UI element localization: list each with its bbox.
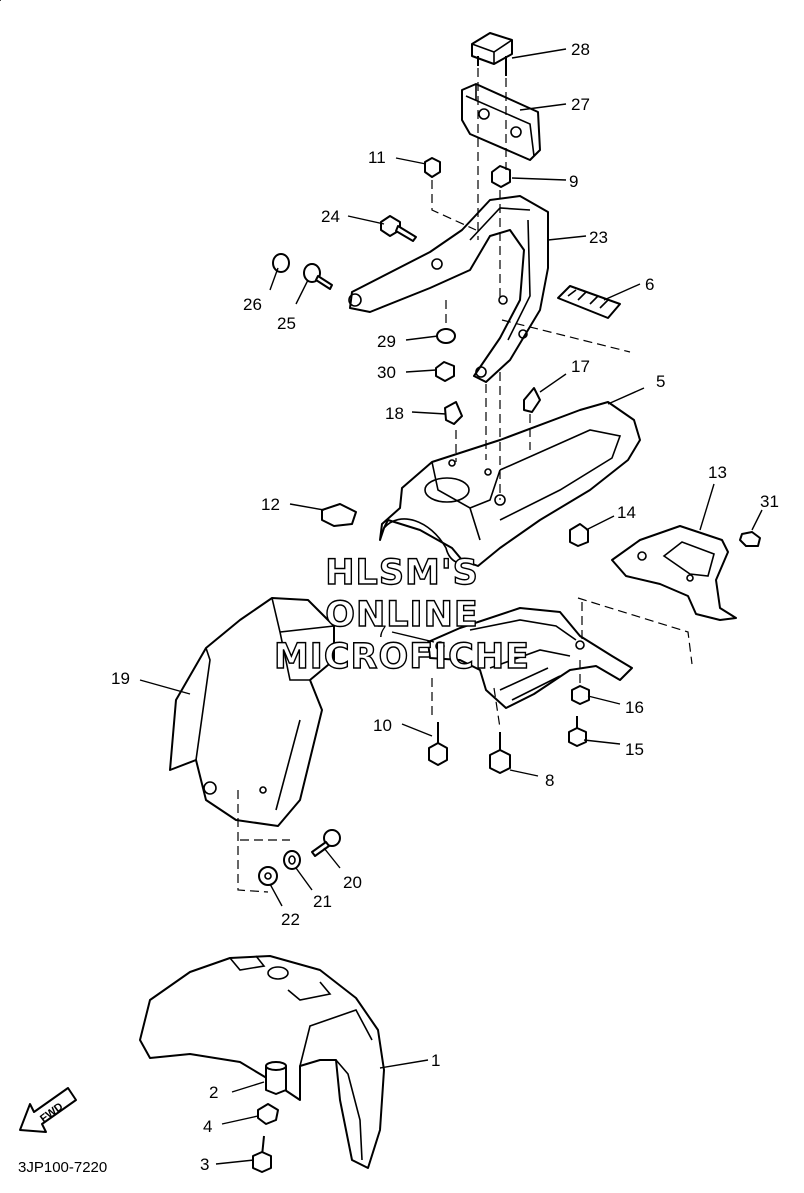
callout-13: 13 bbox=[708, 463, 727, 482]
callout-21: 21 bbox=[313, 892, 332, 911]
part-7-inner-fender bbox=[427, 607, 633, 709]
part-5-rear-fender bbox=[379, 401, 641, 567]
part-24-bolt bbox=[380, 215, 417, 242]
part-10-bolt bbox=[428, 722, 448, 766]
callout-28: 28 bbox=[571, 40, 590, 59]
callout-2: 2 bbox=[209, 1083, 218, 1102]
callout-20: 20 bbox=[343, 873, 362, 892]
watermark-line-2: ONLINE bbox=[325, 595, 479, 635]
callout-16: 16 bbox=[625, 698, 644, 717]
part-23-grab-bar bbox=[348, 195, 549, 383]
watermark-line-1: HLSM'S bbox=[325, 553, 479, 593]
callout-6: 6 bbox=[645, 275, 654, 294]
part-20-screw bbox=[311, 829, 341, 857]
callout-27: 27 bbox=[571, 95, 590, 114]
callout-18: 18 bbox=[385, 404, 404, 423]
part-26-cap bbox=[272, 253, 290, 273]
callout-17: 17 bbox=[571, 357, 590, 376]
part-4-nut bbox=[257, 1103, 279, 1125]
callout-15: 15 bbox=[625, 740, 644, 759]
part-callouts: 28 27 11 9 24 23 6 26 25 29 30 17 5 18 1… bbox=[111, 40, 779, 1174]
part-14-cap bbox=[569, 523, 589, 547]
part-6-label bbox=[557, 285, 621, 319]
part-1-front-fender bbox=[139, 955, 385, 1169]
callout-7: 7 bbox=[377, 622, 386, 641]
diagram-code: 3JP100-7220 bbox=[18, 1159, 107, 1176]
callout-1: 1 bbox=[431, 1051, 440, 1070]
callout-10: 10 bbox=[373, 716, 392, 735]
part-11-nut bbox=[424, 157, 441, 178]
callout-5: 5 bbox=[656, 372, 665, 391]
part-15-bolt bbox=[568, 716, 587, 747]
part-29-washer bbox=[436, 328, 456, 344]
callout-25: 25 bbox=[277, 314, 296, 333]
callout-11: 11 bbox=[368, 148, 386, 167]
part-12-grommet bbox=[321, 503, 357, 527]
part-17-clip bbox=[523, 387, 541, 413]
callout-12: 12 bbox=[261, 495, 280, 514]
callout-14: 14 bbox=[617, 503, 636, 522]
callout-22: 22 bbox=[281, 910, 300, 929]
callout-31: 31 bbox=[760, 492, 779, 511]
part-28-bracket bbox=[471, 32, 513, 76]
callout-24: 24 bbox=[321, 207, 340, 226]
watermark: HLSM'S ONLINE MICROFICHE bbox=[273, 552, 530, 677]
callout-26: 26 bbox=[243, 295, 262, 314]
part-30-nut bbox=[435, 361, 455, 382]
part-31-grommet bbox=[739, 531, 761, 547]
part-16-nut bbox=[571, 685, 590, 705]
leader-lines bbox=[0, 0, 763, 1165]
part-8-bolt bbox=[489, 732, 511, 774]
watermark-line-3: MICROFICHE bbox=[274, 637, 530, 677]
callout-8: 8 bbox=[545, 771, 554, 790]
callout-3: 3 bbox=[200, 1155, 209, 1174]
callout-9: 9 bbox=[569, 172, 578, 191]
callout-29: 29 bbox=[377, 332, 396, 351]
part-25-screw bbox=[303, 263, 333, 290]
part-2-collar bbox=[265, 1061, 287, 1095]
part-27-cover bbox=[461, 83, 541, 161]
part-13-tail-bracket bbox=[611, 525, 737, 621]
part-9-nut bbox=[491, 165, 511, 188]
part-18-clip bbox=[444, 401, 463, 425]
callout-4: 4 bbox=[203, 1117, 212, 1136]
callout-30: 30 bbox=[377, 363, 396, 382]
part-21-nut bbox=[283, 850, 301, 870]
part-19-inner-panel bbox=[169, 597, 335, 827]
part-3-bolt bbox=[252, 1135, 272, 1173]
fwd-arrow: FWD bbox=[19, 1087, 77, 1133]
part-22-washer bbox=[258, 866, 278, 886]
callout-23: 23 bbox=[589, 228, 608, 247]
callout-19: 19 bbox=[111, 669, 130, 688]
alignment-lines bbox=[237, 68, 693, 893]
